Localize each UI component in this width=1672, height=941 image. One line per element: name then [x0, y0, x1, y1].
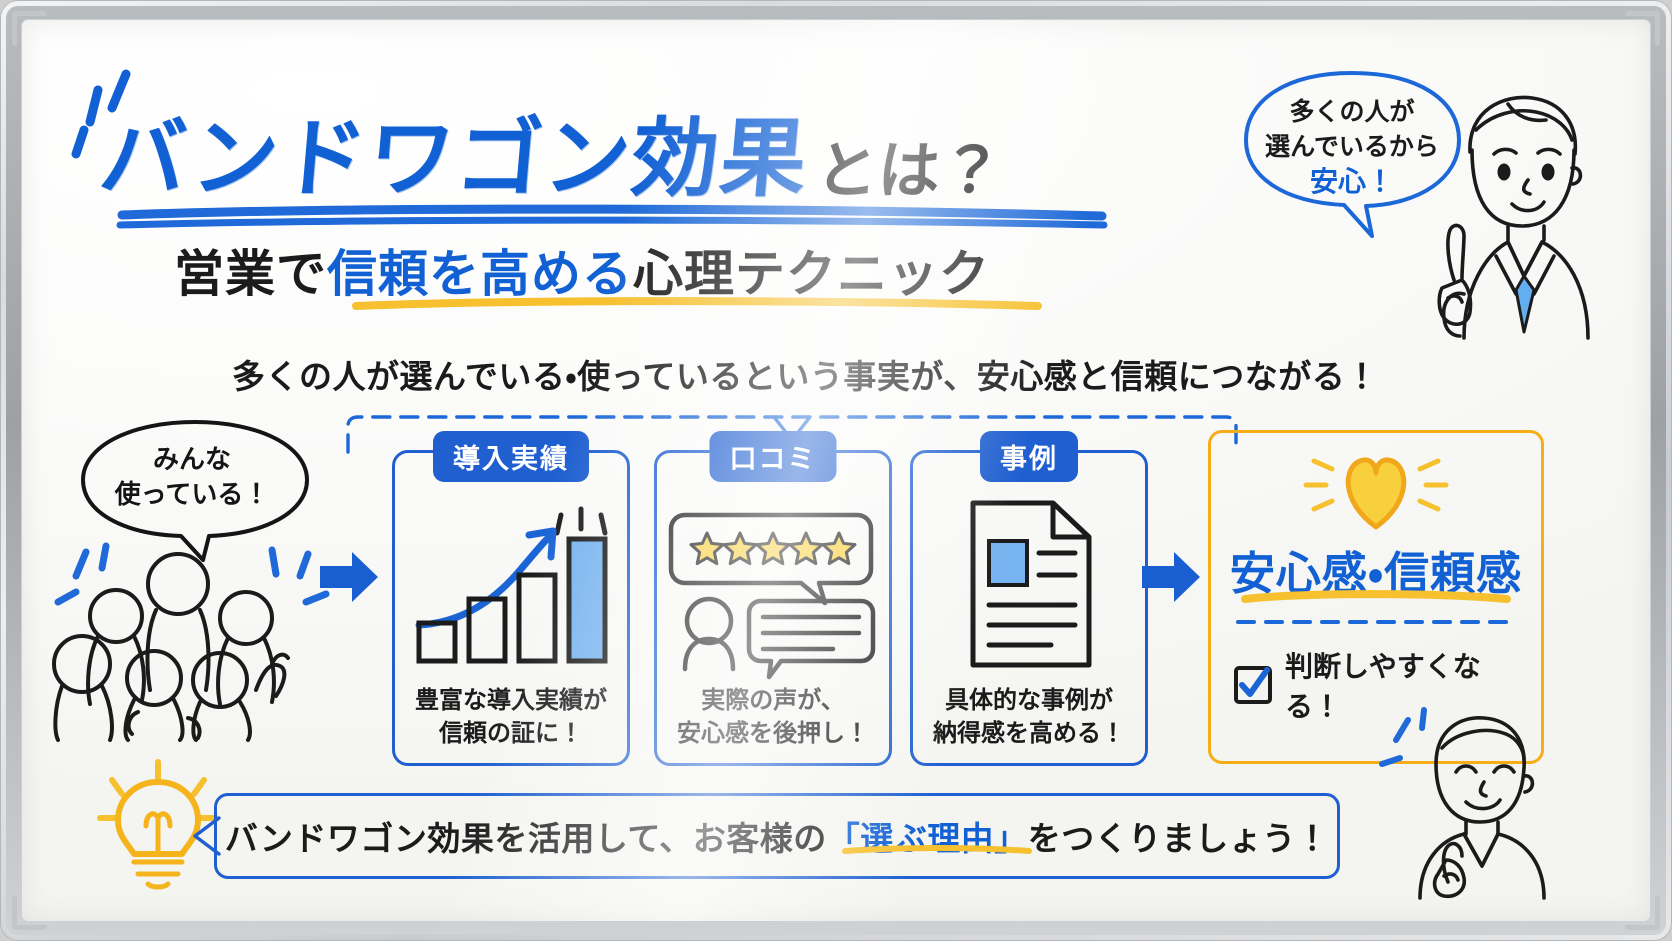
- card-chip-label: 口コミ: [709, 431, 837, 482]
- banner-text: バンドワゴン効果を活用して、お客様の 「選ぶ理由」 をつくりましょう！: [217, 796, 1337, 876]
- subtitle-part1: 営業で: [174, 245, 327, 303]
- crowd-bubble-line2: 使っている！: [114, 480, 270, 510]
- checkbox-checked-icon[interactable]: [1233, 665, 1273, 705]
- presenter-illustration: [1437, 95, 1590, 340]
- subtitle-part2: 心理テクニック: [633, 245, 990, 303]
- presenter-bubble-line3: 安心！: [1309, 165, 1394, 199]
- case-document-icon: [970, 500, 1092, 668]
- crowd-speech-bubble: みんな 使っている！: [77, 418, 309, 562]
- card-caption-line1: 豊富な導入実績が: [415, 686, 607, 715]
- crowd-illustration: [52, 542, 330, 742]
- card-case-study[interactable]: 事例 具体的な事例が 納得感を高める！: [910, 431, 1148, 766]
- subtitle-highlight: 信頼を高める: [327, 245, 633, 303]
- subtitle-underline: [352, 297, 1042, 310]
- frame-corner: [12, 895, 47, 930]
- happy-person-illustration: [1379, 707, 1546, 900]
- whiteboard-surface: バンドワゴン効果 とは？ 営業で 信頼を高める 心理テクニック: [22, 20, 1650, 921]
- banner-part1: バンドワゴン効果を活用して、お客様の: [224, 819, 827, 858]
- card-caption-line1: 具体的な事例が: [945, 686, 1113, 715]
- title-underline: [116, 204, 1108, 229]
- heart-icon: [1303, 457, 1449, 530]
- presenter-bubble-line1: 多くの人が: [1289, 97, 1415, 127]
- card-chip-label: 事例: [980, 431, 1078, 482]
- title-main: バンドワゴン効果: [95, 109, 813, 209]
- frame-corner: [1625, 11, 1660, 46]
- frame-corner: [1625, 895, 1660, 930]
- five-star-review-icon: [668, 512, 876, 680]
- arrow-right-icon: [320, 552, 378, 602]
- frame-corner: [12, 11, 47, 46]
- bottom-banner: バンドワゴン効果を活用して、お客様の 「選ぶ理由」 をつくりましょう！: [193, 793, 1340, 879]
- star-rating: [689, 531, 857, 566]
- result-title-underline: [1241, 590, 1511, 603]
- lead-sentence: 多くの人が選んでいる・使っているという事実が、安心感と信頼につながる！: [232, 357, 1379, 396]
- result-divider: [1236, 620, 1516, 624]
- card-caption: 具体的な事例が 納得感を高める！: [913, 684, 1145, 749]
- card-caption-line2: 納得感を高める！: [933, 718, 1125, 747]
- card-caption: 豊富な導入実績が 信頼の証に！: [395, 684, 627, 749]
- card-caption: 実際の声が、 安心感を後押し！: [657, 684, 889, 749]
- card-track-record[interactable]: 導入実績: [392, 431, 630, 766]
- card-word-of-mouth[interactable]: 口コミ: [654, 431, 892, 766]
- bar-chart-growth-icon: [415, 506, 608, 664]
- title-sparkle-icon: [71, 69, 131, 159]
- page-title: バンドワゴン効果 とは？: [96, 62, 1180, 209]
- chat-lines-bubble: [746, 598, 876, 680]
- arrow-right-icon: [1142, 552, 1200, 602]
- banner-part2: をつくりましょう！: [1027, 819, 1330, 858]
- card-caption-line1: 実際の声が、: [701, 686, 845, 715]
- card-caption-line2: 安心感を後押し！: [677, 718, 869, 747]
- title-suffix: とは？: [813, 134, 1005, 207]
- card-caption-line2: 信頼の証に！: [439, 718, 583, 747]
- banner-highlight-underline: [842, 845, 1032, 854]
- card-chip-label: 導入実績: [433, 431, 589, 482]
- crowd-bubble-line1: みんな: [152, 445, 231, 476]
